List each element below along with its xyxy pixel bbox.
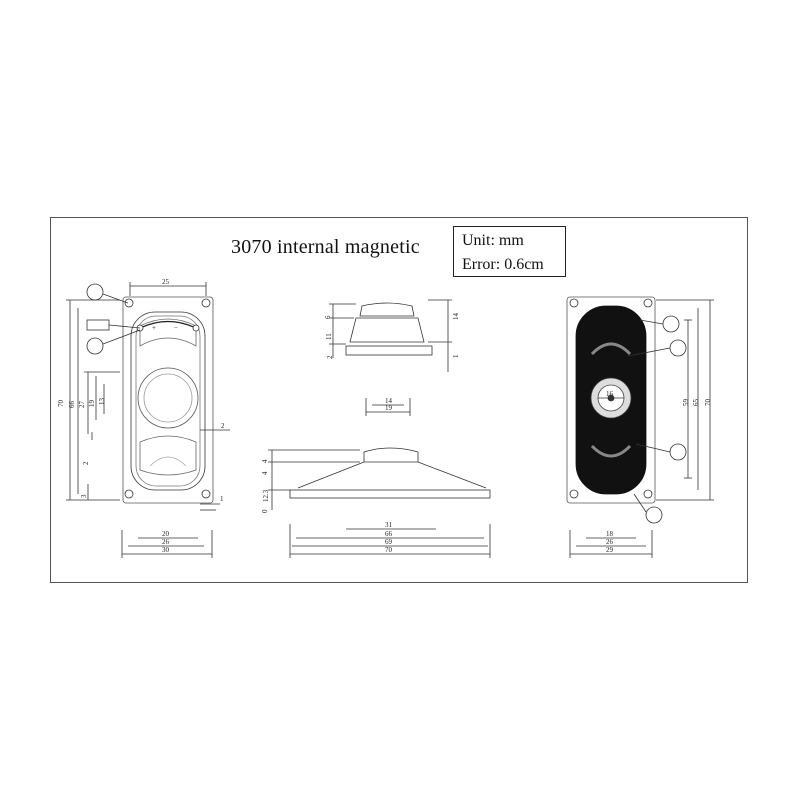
unit-box: Unit: mm Error: 0.6cm (453, 226, 566, 277)
front-dust-cap-outer (137, 367, 199, 429)
back-view: 16 59 65 70 18 26 29 (566, 296, 714, 558)
callout-circle-2 (86, 337, 104, 355)
front-bottom-dim-20: 20 (162, 530, 170, 538)
profile-left-dim-a: 4 (261, 459, 269, 463)
front-bottom-dim-26: 26 (162, 538, 170, 546)
front-left-dim-13: 13 (98, 398, 106, 406)
side-right-dim-1: 1 (452, 354, 460, 358)
polarity-minus: − (174, 324, 178, 332)
back-bottom-dim-26: 26 (606, 538, 614, 546)
side-magnet-body (349, 317, 425, 343)
side-view: 6 11 2 14 1 (324, 299, 460, 372)
front-lower-cone (139, 435, 197, 476)
back-mount-hole-bl (569, 489, 579, 499)
side-right-dim-14: 14 (452, 313, 460, 321)
front-view: + − 25 70 66 27 19 13 2 3 2 (57, 278, 230, 558)
front-dust-cap-inner (143, 373, 193, 423)
profile-left-dim-b: 4 (261, 471, 269, 475)
front-left-dim-70: 70 (57, 400, 65, 408)
front-upper-cone (139, 318, 197, 347)
profile-cone (297, 461, 487, 489)
polarity-plus: + (152, 324, 156, 332)
profile-flange (289, 489, 491, 499)
back-mount-hole-tl (569, 298, 579, 308)
middle-dim-14: 14 (385, 397, 393, 405)
side-left-dim-2: 2 (326, 355, 334, 359)
front-right-dim-2: 2 (221, 422, 225, 430)
profile-bottom-dim-66: 66 (385, 530, 393, 538)
error-label: Error: 0.6cm (462, 256, 544, 273)
profile-magnet (363, 447, 419, 462)
middle-dims: 14 19 (365, 397, 411, 416)
profile-bottom-dim-70: 70 (385, 546, 393, 554)
side-left-dim-6: 6 (324, 315, 332, 319)
back-right-dim-65: 65 (692, 399, 700, 407)
front-frame (122, 296, 214, 504)
callout-label-box (86, 319, 110, 331)
front-bottom-dim-30: 30 (162, 546, 170, 554)
back-bottom-dim-18: 18 (606, 530, 614, 538)
back-upper-arc (590, 342, 632, 356)
front-left-dim-27: 27 (78, 401, 86, 409)
back-right-dim-70: 70 (704, 399, 712, 407)
side-flange (345, 345, 433, 356)
back-bottom-dim-29: 29 (606, 546, 614, 554)
back-mount-hole-br (643, 489, 653, 499)
back-callout-3 (669, 443, 687, 461)
terminal-wire (139, 320, 197, 329)
front-right-dim-1: 1 (220, 495, 224, 503)
back-mount-hole-tr (643, 298, 653, 308)
mount-hole-bl (124, 489, 134, 499)
profile-bottom-dim-31: 31 (385, 521, 393, 529)
profile-bottom-dim-69: 69 (385, 538, 393, 546)
front-lower-cone-arc (149, 456, 187, 467)
front-left-dim-2: 2 (82, 461, 90, 465)
back-callout-4 (645, 506, 663, 524)
drawing-title: 3070 internal magnetic (231, 236, 420, 258)
back-right-dim-59: 59 (682, 399, 690, 407)
front-left-dim-19: 19 (88, 400, 96, 408)
front-top-dim: 25 (162, 278, 170, 286)
side-magnet-top (359, 302, 415, 317)
back-lower-arc (590, 444, 632, 458)
profile-left-dim-c: 12.3 (262, 489, 270, 502)
middle-dim-19: 19 (385, 404, 393, 412)
mount-hole-tl (124, 298, 134, 308)
callout-circle-1 (86, 283, 104, 301)
front-inner-rim-2 (135, 315, 201, 487)
back-frame (566, 296, 656, 504)
back-callout-1 (662, 315, 680, 333)
profile-view: 4 4 12.3 0 31 66 69 70 (261, 447, 491, 558)
front-left-dim-66: 66 (68, 401, 76, 409)
front-left-dim-3: 3 (80, 494, 88, 498)
unit-label: Unit: mm (462, 232, 524, 249)
back-callout-2 (669, 339, 687, 357)
front-inner-rim (130, 311, 206, 491)
side-left-dim-11: 11 (325, 333, 333, 340)
profile-left-dim-d: 0 (261, 509, 269, 513)
back-center-dim: 16 (606, 390, 614, 398)
mount-hole-tr (201, 298, 211, 308)
terminal-right (192, 324, 200, 332)
mount-hole-br (201, 489, 211, 499)
